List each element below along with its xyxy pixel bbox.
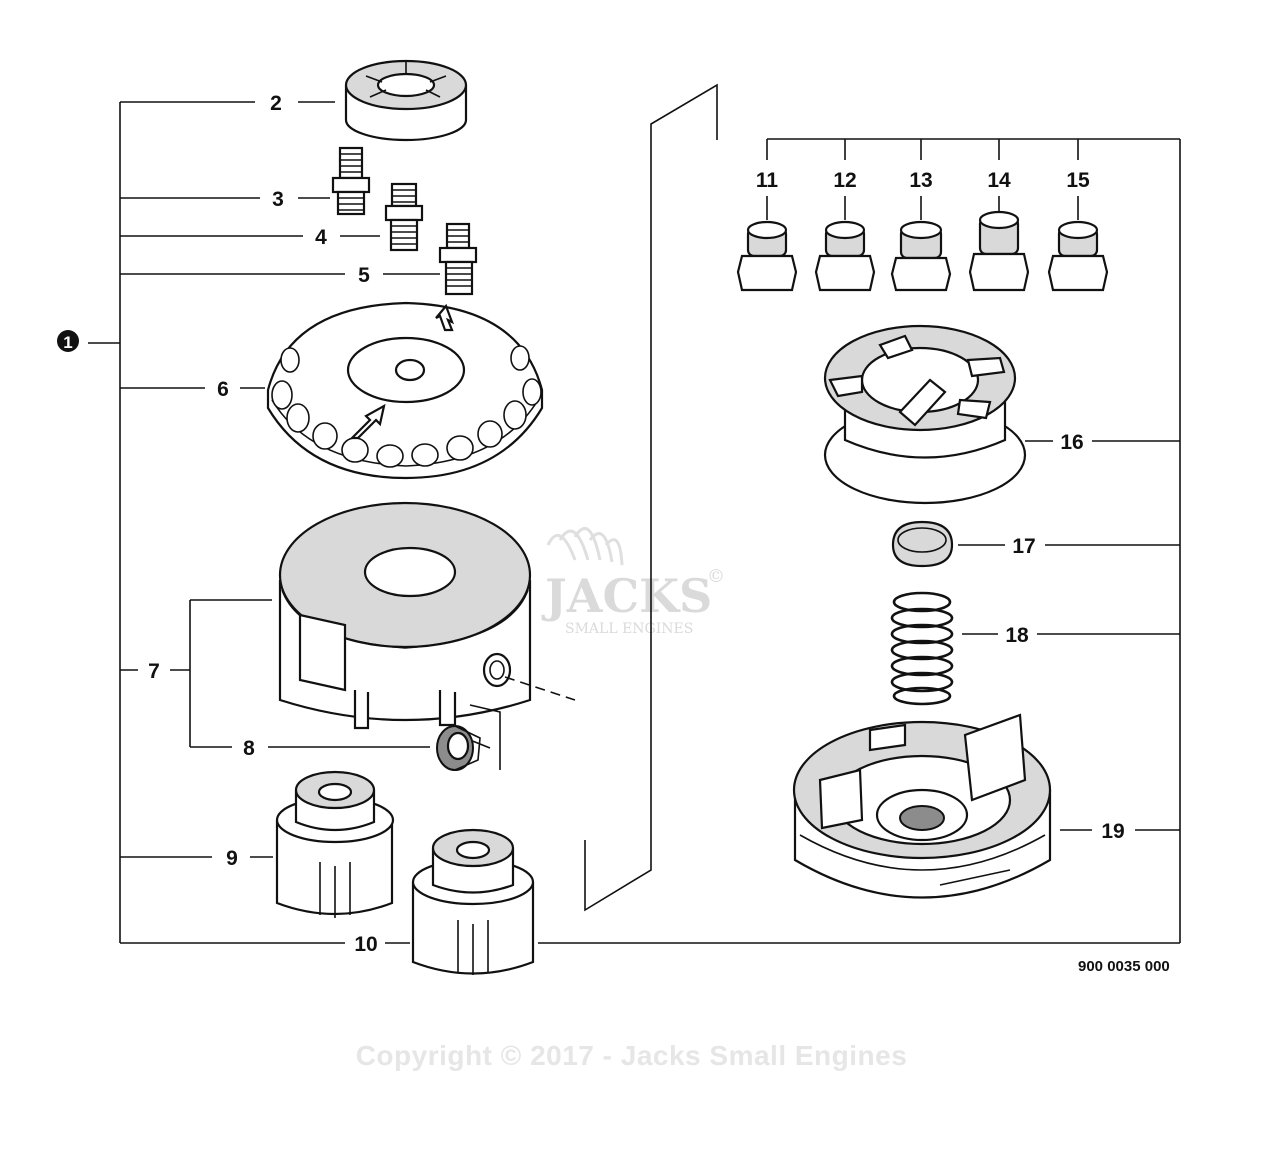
part-3-threaded-adapter [331,146,371,216]
left-assembly-bracket [88,101,1180,944]
part-12-eyelet-nut [814,220,876,292]
right-assembly-bracket [766,138,1181,943]
callout-18: 18 [1005,624,1029,647]
part-4-threaded-adapter [384,182,424,252]
section-divider [584,83,718,912]
part-10-knob [411,828,535,975]
callout-8: 8 [243,737,255,760]
copyright-watermark: Copyright © 2017 - Jacks Small Engines [355,1040,908,1071]
callout-11: 11 [756,169,779,192]
callout-4: 4 [315,226,327,249]
part-5-threaded-adapter [438,222,478,296]
callout-1: 1 [63,333,72,352]
svg-text:©: © [707,566,725,587]
callout-6: 6 [217,378,229,401]
diagram-code: 900 0035 000 [1078,958,1170,975]
callout-16: 16 [1060,431,1083,454]
part-15-eyelet-nut [1047,220,1109,292]
part-17-cap [891,520,954,568]
callout-3: 3 [272,188,284,211]
part-2-bearing [344,59,468,142]
callout-12: 12 [833,169,856,192]
part-18-spring [890,591,954,706]
callout-labels: 1 2 3 4 5 6 7 8 9 10 11 12 13 14 15 16 1… [57,92,1125,956]
part-11-eyelet-nut [736,220,798,292]
callout-2: 2 [270,92,282,115]
callout-19: 19 [1101,820,1124,843]
part-19-base-housing [792,713,1052,899]
part-8-eyelet [436,725,481,771]
part-14-eyelet-nut [968,210,1030,292]
callout-13: 13 [909,169,932,192]
part-13-eyelet-nut [890,220,952,292]
watermark-logo-subtext: SMALL ENGINES [565,621,693,637]
callout-14: 14 [987,169,1011,192]
callout-17: 17 [1012,535,1035,558]
callout-9: 9 [226,847,238,870]
watermark-logo: JACKS © SMALL ENGINES [541,527,725,637]
part-6-cover [266,301,544,480]
part-16-spool [823,324,1027,505]
part-7-housing [278,501,576,770]
watermark-logo-text: JACKS [541,569,712,623]
assembly-marker [57,330,79,352]
part-9-knob [275,770,395,918]
callout-7: 7 [148,660,160,683]
callout-15: 15 [1066,169,1090,192]
callout-10: 10 [354,933,377,956]
callout-5: 5 [358,264,370,287]
